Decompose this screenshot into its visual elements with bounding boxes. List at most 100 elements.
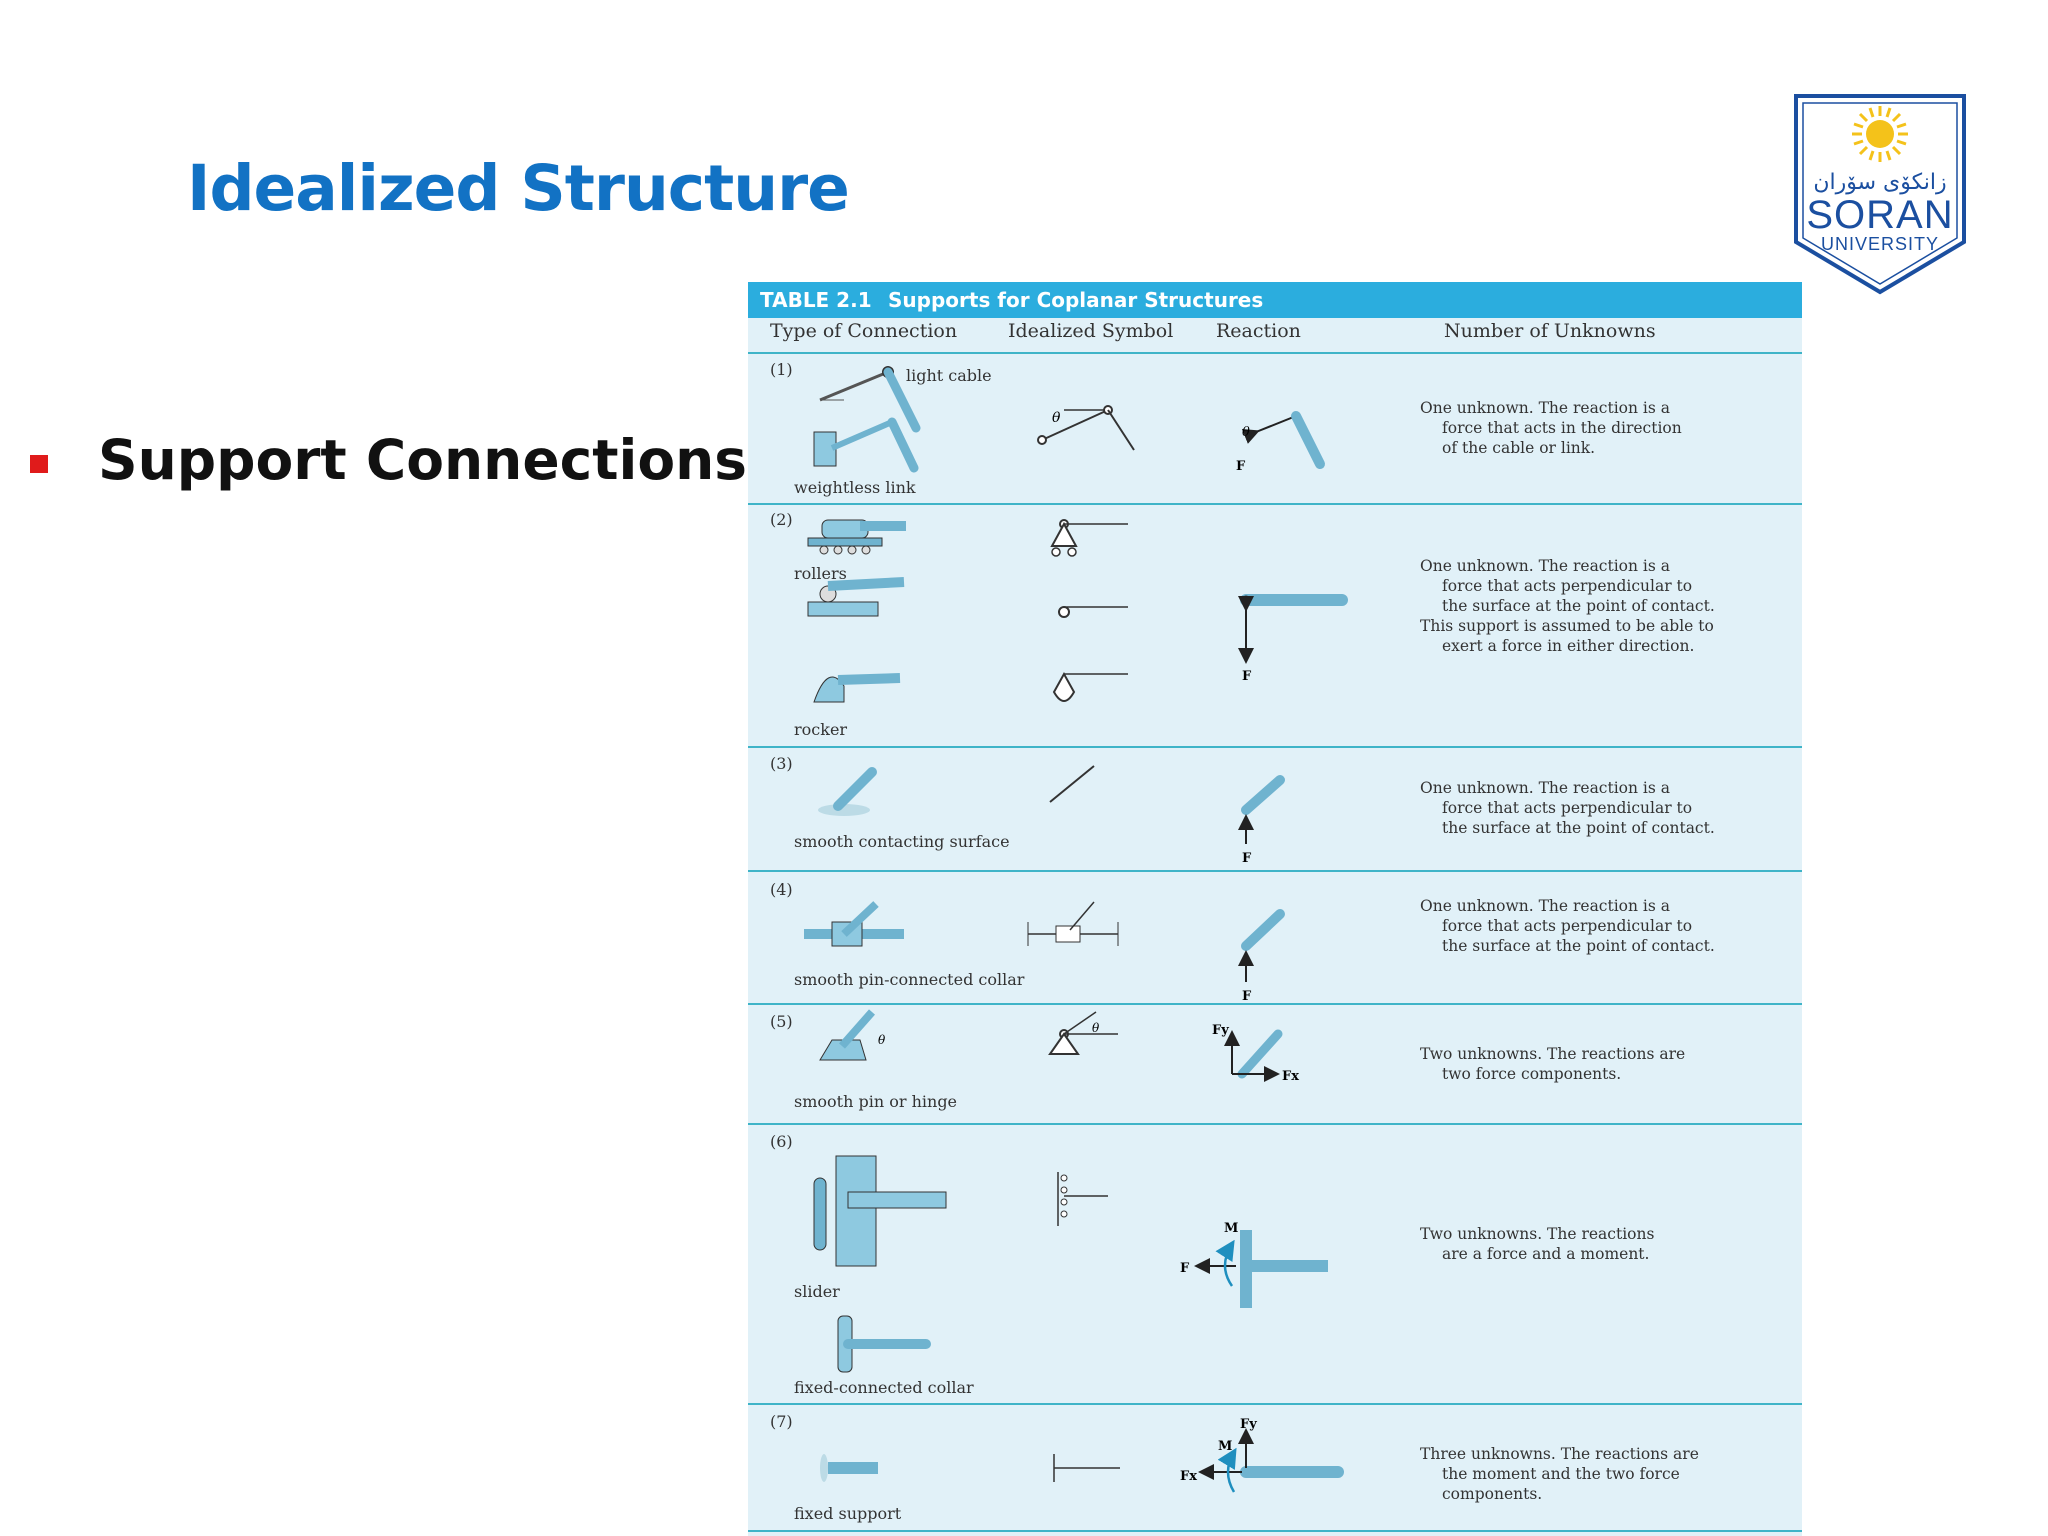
header-rule: [748, 352, 1802, 354]
row-number: (6): [770, 1132, 793, 1151]
force-label-F: F: [1236, 459, 1246, 474]
university-logo: زانکۆی سۆران SORAN UNIVERSITY: [1792, 92, 1968, 296]
row-divider: [748, 870, 1802, 872]
caption-smooth-pin-or-hinge: smooth pin or hinge: [794, 1092, 958, 1111]
force-label-F: F: [1180, 1261, 1190, 1276]
theta-label: θ: [1092, 1021, 1100, 1035]
header-number-of-unknowns: Number of Unknowns: [1444, 320, 1656, 342]
slider-symbol: [1057, 1172, 1108, 1226]
logo-kurdish-text: زانکۆی سۆران: [1813, 170, 1947, 195]
force-label-F: F: [1242, 851, 1252, 866]
fixed-support-symbol: [1053, 1454, 1120, 1482]
desc-line: force that acts perpendicular to: [1442, 917, 1693, 935]
force-label-F: F: [1242, 669, 1252, 684]
caption-smooth-pin-connected-collar: smooth pin-connected collar: [794, 970, 1025, 989]
force-label-Fx: Fx: [1282, 1069, 1299, 1084]
hinge-symbol: θ: [1048, 1011, 1118, 1055]
header-reaction: Reaction: [1216, 320, 1301, 342]
row-5-unknowns: Two unknowns. The reactions are two forc…: [1420, 1044, 1720, 1084]
desc-line: of the cable or link.: [1442, 439, 1596, 457]
roller-drawing: [807, 519, 906, 555]
force-label-Fy: Fy: [1240, 1417, 1257, 1432]
row-number: (5): [770, 1012, 793, 1031]
desc-line: the surface at the point of contact.: [1442, 819, 1715, 837]
row-number: (1): [770, 360, 793, 379]
force-label-Fy: Fy: [1212, 1023, 1229, 1038]
row-divider: [748, 503, 1802, 505]
bullet-text: Support Connections: [98, 428, 748, 492]
smooth-surface-symbol: [1049, 765, 1095, 803]
moment-label-M: M: [1224, 1221, 1238, 1236]
hinge-reaction: Fy Fx: [1212, 1023, 1299, 1084]
weightless-link-drawing: [813, 417, 919, 473]
row-2-unknowns: One unknown. The reaction is a force tha…: [1420, 556, 1720, 656]
desc-line: the surface at the point of contact.: [1442, 937, 1715, 955]
desc-line: Two unknowns. The reactions are: [1420, 1045, 1686, 1063]
desc-line: One unknown. The reaction is a: [1420, 779, 1670, 797]
force-label-Fx: Fx: [1180, 1469, 1197, 1484]
slide-title: Idealized Structure: [187, 152, 850, 225]
caption-light-cable: light cable: [906, 366, 992, 385]
supports-table: TABLE 2.1 Supports for Coplanar Structur…: [748, 282, 1802, 1536]
row-7-unknowns: Three unknowns. The reactions are the mo…: [1420, 1444, 1720, 1504]
theta-label: θ: [1052, 410, 1061, 426]
moment-label-M: M: [1218, 1439, 1232, 1454]
caption-fixed-connected-collar: fixed-connected collar: [794, 1378, 974, 1397]
roller-reaction: F: [1238, 594, 1348, 684]
fixed-support-drawing: [820, 1454, 878, 1482]
caption-rollers: rollers: [794, 564, 847, 583]
table-title: Supports for Coplanar Structures: [888, 288, 1264, 312]
row-number: (4): [770, 880, 793, 899]
caption-rocker: rocker: [794, 720, 848, 739]
desc-line: two force components.: [1442, 1065, 1622, 1083]
sun-icon: [1852, 106, 1908, 162]
logo-name: SORAN: [1806, 193, 1954, 237]
desc-line: components.: [1442, 1485, 1543, 1503]
row-divider: [748, 1530, 1802, 1532]
desc-line: exert a force in either direction.: [1442, 637, 1695, 655]
row-divider: [748, 1003, 1802, 1005]
theta-label: θ: [878, 1033, 886, 1047]
slider-drawing: [813, 1155, 947, 1267]
bullet-marker: [30, 455, 48, 473]
row-divider: [748, 1123, 1802, 1125]
roller2-drawing: [807, 577, 905, 617]
header-idealized-symbol: Idealized Symbol: [1008, 320, 1174, 342]
fixed-support-reaction: Fx Fy M: [1180, 1417, 1344, 1493]
hinge-drawing: θ: [819, 1009, 886, 1061]
desc-line: Three unknowns. The reactions are: [1420, 1445, 1699, 1463]
fixed-collar-drawing: [837, 1315, 931, 1373]
desc-line: force that acts in the direction: [1442, 419, 1682, 437]
force-label-F: F: [1242, 989, 1252, 1004]
table-caption: TABLE 2.1 Supports for Coplanar Structur…: [748, 282, 1802, 318]
row-number: (3): [770, 754, 793, 773]
row-number: (7): [770, 1412, 793, 1431]
caption-weightless-link: weightless link: [794, 478, 916, 497]
caption-smooth-contacting-surface: smooth contacting surface: [794, 832, 1010, 851]
cable-reaction: F θ: [1236, 411, 1325, 474]
row-divider: [748, 746, 1802, 748]
roller-symbol: [1050, 519, 1128, 702]
row-1-unknowns: One unknown. The reaction is a force tha…: [1420, 398, 1720, 458]
collar-symbol: [1027, 901, 1119, 946]
collar-reaction: F: [1238, 909, 1285, 1004]
desc-line: Two unknowns. The reactions: [1420, 1225, 1655, 1243]
rocker-drawing: [813, 673, 901, 703]
cable-drawing: [819, 366, 921, 433]
desc-line: force that acts perpendicular to: [1442, 799, 1693, 817]
slider-reaction: F M: [1180, 1221, 1328, 1308]
desc-line: One unknown. The reaction is a: [1420, 897, 1670, 915]
caption-slider: slider: [794, 1282, 840, 1301]
support-drawings: θ F θ: [804, 366, 1348, 1493]
desc-line: the moment and the two force: [1442, 1465, 1680, 1483]
row-3-unknowns: One unknown. The reaction is a force tha…: [1420, 778, 1720, 838]
caption-fixed-support: fixed support: [794, 1504, 902, 1523]
desc-line: force that acts perpendicular to: [1442, 577, 1693, 595]
row-4-unknowns: One unknown. The reaction is a force tha…: [1420, 896, 1720, 956]
desc-line: are a force and a moment.: [1442, 1245, 1650, 1263]
smooth-surface-reaction: F: [1238, 775, 1285, 866]
logo-shield: [1794, 94, 1966, 295]
row-divider: [748, 1403, 1802, 1405]
theta-label: θ: [1242, 425, 1250, 440]
cable-symbol: θ: [1037, 405, 1135, 451]
